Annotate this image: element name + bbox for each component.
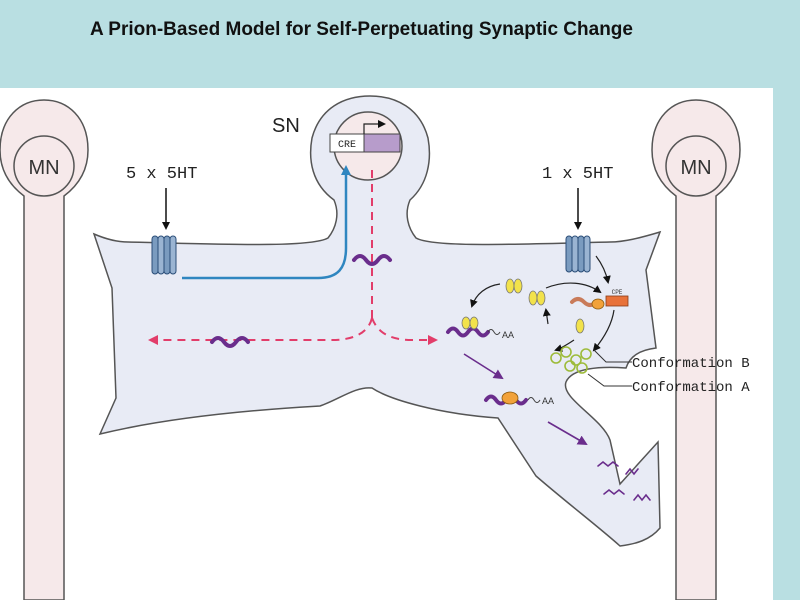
mn-left-label: MN xyxy=(28,157,59,179)
mrna-with-cpeb-upper xyxy=(446,326,490,338)
cycle-arrow-3 xyxy=(592,309,615,352)
stimulus-left-label: 5 x 5HT xyxy=(126,165,197,184)
aa-label-upper: AA xyxy=(502,330,514,340)
mn-right-label: MN xyxy=(680,157,711,179)
polya-tail-upper xyxy=(487,329,501,335)
cycle-arrow-1 xyxy=(470,283,501,308)
aa-label-lower: AA xyxy=(542,396,554,406)
cpeb-dimer-1b xyxy=(469,316,479,330)
arrow-receptor-to-cpe xyxy=(595,255,611,284)
cre-label: CRE xyxy=(338,140,356,151)
synapse-diagram: MN MN SN CRE 5 x 5HT 1 x 5HT A xyxy=(0,95,750,600)
cpeb-dimer-1a xyxy=(461,316,471,330)
ribosome-cpe xyxy=(591,298,605,310)
slide-title: A Prion-Based Model for Self-Perpetuatin… xyxy=(90,19,633,40)
ribosome-icon xyxy=(501,391,519,405)
receptor-right-icon xyxy=(565,235,591,273)
cpeb-dimer-2a xyxy=(505,278,515,294)
stimulus-right-label: 1 x 5HT xyxy=(542,165,613,184)
motor-neuron-left xyxy=(0,99,89,600)
motor-neuron-right xyxy=(651,99,741,600)
cpeb-dimer-3a xyxy=(528,290,538,306)
translation-arrow-1 xyxy=(463,353,504,380)
cycle-arrow-5 xyxy=(554,339,575,352)
mrna-near-nucleus xyxy=(352,254,392,266)
cpeb-aggregate-icon xyxy=(550,346,592,374)
motor-neuron-right-nucleus xyxy=(665,135,727,197)
cycle-arrow-4 xyxy=(542,308,551,325)
mrna-transport-arrows xyxy=(148,170,438,345)
sn-label: SN xyxy=(272,115,300,137)
motor-neuron-left-nucleus xyxy=(13,135,75,197)
cpeb-monomer xyxy=(575,318,585,334)
conformation-a-pointer xyxy=(587,373,632,387)
transcription-start-arrow xyxy=(363,120,386,134)
polya-tail-lower xyxy=(527,397,541,403)
cycle-arrow-2 xyxy=(545,282,602,294)
sensory-neuron-body xyxy=(92,95,662,547)
cpe-box xyxy=(605,295,629,307)
gene-box xyxy=(363,133,401,153)
signal-to-nucleus-arrow xyxy=(182,165,351,280)
cpeb-dimer-2b xyxy=(513,278,523,294)
translation-arrow-2 xyxy=(547,421,588,446)
cpeb-dimer-3b xyxy=(536,290,546,306)
conformation-b-label: Conformation B xyxy=(632,356,750,372)
mrna-left-process xyxy=(210,336,250,348)
conformation-b-pointer xyxy=(593,349,632,363)
protein-products xyxy=(597,460,651,502)
receptor-left-icon xyxy=(151,235,177,275)
conformation-a-label: Conformation A xyxy=(632,380,750,396)
cpe-label: CPE xyxy=(612,289,623,296)
